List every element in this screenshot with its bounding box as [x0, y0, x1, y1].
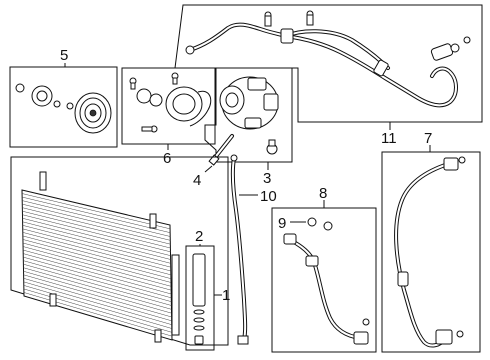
condenser-fin-line	[22, 221, 171, 260]
condenser-fin-line	[23, 267, 172, 310]
charge-valve-part-9: 9	[278, 215, 306, 232]
condenser-fin-line	[23, 292, 173, 337]
condenser-fin-line	[23, 263, 172, 306]
part-8-group: 8 9	[271, 185, 377, 353]
callout-2: 2	[195, 228, 203, 245]
condenser-fin-line	[22, 228, 171, 268]
part-7-box	[381, 151, 481, 353]
condenser-fin-line	[23, 281, 172, 325]
callout-10: 10	[260, 188, 277, 205]
condenser-fin-line	[22, 207, 171, 245]
condenser-fin-line	[23, 288, 172, 333]
field-coil-part-6	[129, 72, 212, 133]
condenser-fin-line	[23, 278, 172, 322]
condenser-fin-line	[23, 285, 172, 329]
clutch-assembly-part-5	[15, 83, 112, 134]
part-2-group: 2	[185, 228, 215, 351]
condenser-fin-line	[22, 235, 171, 276]
part-5-box	[9, 66, 118, 148]
callout-7: 7	[424, 130, 432, 147]
condenser-fin-line	[22, 210, 171, 249]
condenser-fin-line	[23, 256, 172, 299]
callout-9: 9	[278, 215, 286, 232]
condenser-fin-line	[23, 271, 172, 314]
part-11-group: 11	[174, 4, 483, 147]
condenser-fin-line	[22, 200, 171, 237]
compressor-part-3	[219, 76, 279, 155]
condenser-fin-line	[22, 242, 172, 283]
condenser-fin-line	[22, 214, 171, 253]
callout-8: 8	[319, 185, 327, 202]
part-1-box	[10, 156, 229, 346]
receiver-drier-part-2	[192, 253, 206, 345]
condenser-fin-line	[22, 196, 171, 233]
suction-hose-part-7	[394, 156, 466, 348]
condenser-fin-line	[22, 218, 171, 256]
callout-5: 5	[60, 47, 68, 64]
part-8-box	[271, 207, 377, 353]
condenser-fin-line	[23, 260, 172, 302]
part-1-group: 1	[10, 156, 230, 346]
part-3-box	[204, 67, 293, 163]
condenser-part-1	[21, 171, 180, 343]
part-7-group: 7	[381, 130, 481, 353]
callout-3: 3	[263, 170, 271, 187]
condenser-fin-line	[23, 253, 172, 295]
part-3-group: 3	[204, 67, 293, 187]
part-6-group: 6	[121, 67, 216, 167]
condenser-fin-line	[23, 249, 172, 291]
callout-1: 1	[222, 287, 230, 304]
discharge-hose-part-11	[185, 10, 471, 108]
suction-hose-part-8	[283, 217, 370, 345]
condenser-fin-line	[22, 203, 171, 241]
callout-11: 11	[381, 130, 397, 147]
condenser-fin-line	[22, 232, 171, 272]
part-5-group: 5	[9, 47, 118, 148]
condenser-fin-line	[22, 225, 171, 264]
condenser-fin-line	[22, 193, 171, 230]
condenser-fin-line	[23, 274, 172, 318]
condenser-fin-line	[23, 246, 172, 287]
condenser-fin-line	[22, 239, 171, 279]
callout-4: 4	[193, 172, 201, 189]
callout-6: 6	[163, 150, 171, 167]
liquid-line-part-10: 10	[230, 154, 277, 345]
relief-valve-part-4: 4	[193, 134, 234, 189]
